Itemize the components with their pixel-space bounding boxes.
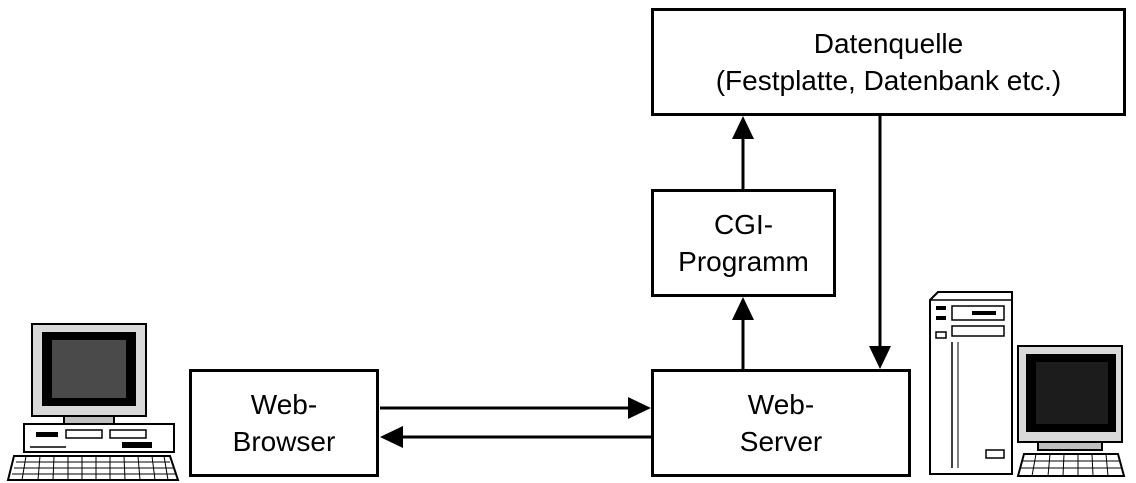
datenquelle-title: Datenquelle — [813, 28, 964, 59]
browser-label-line2: Browser — [232, 426, 336, 457]
desktop-computer-icon — [6, 323, 180, 481]
server-label-line2: Server — [739, 426, 823, 457]
web-browser-box: Web- Browser — [189, 369, 379, 477]
arrow-browser-to-server — [380, 397, 651, 419]
cgi-program-box: CGI- Programm — [651, 189, 836, 297]
datenquelle-box: Datenquelle (Festplatte, Datenbank etc.) — [651, 8, 1126, 116]
arrow-server-to-cgi — [732, 297, 754, 369]
cgi-label-line1: CGI- — [713, 209, 774, 240]
server-tower-icon — [929, 291, 1126, 477]
arrow-server-to-browser — [380, 426, 651, 448]
server-label-line1: Web- — [747, 389, 815, 420]
browser-label-line1: Web- — [250, 389, 318, 420]
arrow-cgi-to-datenquelle — [732, 116, 754, 189]
cgi-label-line2: Programm — [678, 246, 809, 277]
datenquelle-subtitle: (Festplatte, Datenbank etc.) — [715, 65, 1062, 96]
arrow-datenquelle-to-server — [869, 116, 891, 369]
web-server-box: Web- Server — [651, 369, 911, 477]
